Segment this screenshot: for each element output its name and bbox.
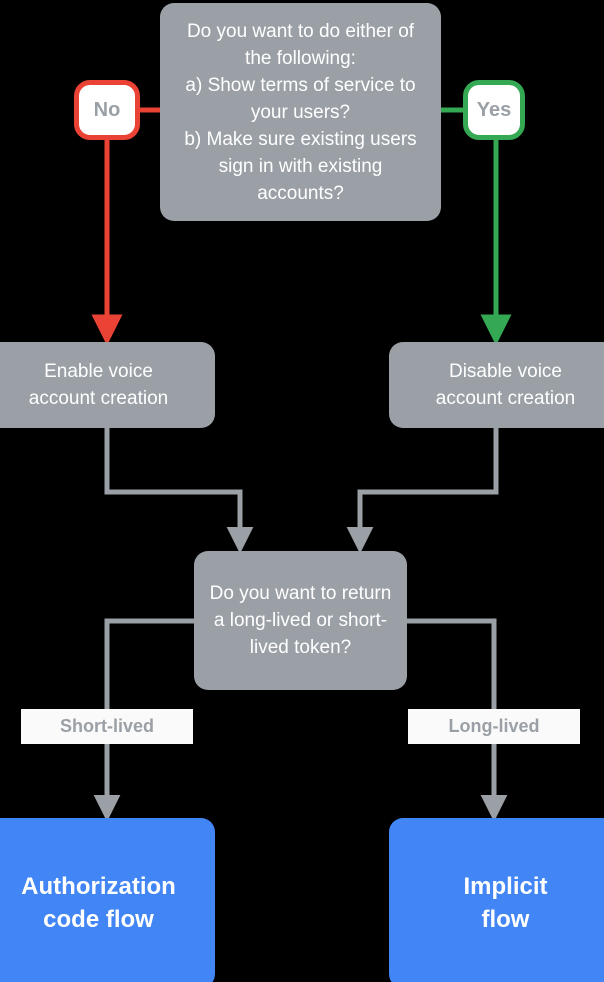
edge-label-short-lived: Short-lived — [21, 709, 193, 744]
decision-node-token-lifetime: Do you want to return a long-lived or sh… — [194, 551, 407, 690]
process-node-disable-voice-account-creation: Disable voice account creation — [389, 342, 604, 428]
terminal-node-implicit-flow: Implicit flow — [389, 818, 604, 982]
process-node-enable-voice-account-creation: Enable voice account creation — [0, 342, 215, 428]
edge-disable-to-token-question — [346, 428, 499, 554]
branch-badge-yes: Yes — [463, 80, 525, 140]
terminal-node-authorization-code-flow: Authorization code flow — [0, 818, 215, 982]
edge-label-long-lived: Long-lived — [408, 709, 580, 744]
decision-node-terms-or-existing-accounts: Do you want to do either of the followin… — [160, 3, 441, 221]
branch-badge-no: No — [74, 80, 140, 140]
edge-token-to-implicit-flow — [407, 618, 508, 822]
edge-token-to-authorization-code-flow — [93, 618, 194, 822]
edge-enable-to-token-question — [104, 428, 254, 554]
